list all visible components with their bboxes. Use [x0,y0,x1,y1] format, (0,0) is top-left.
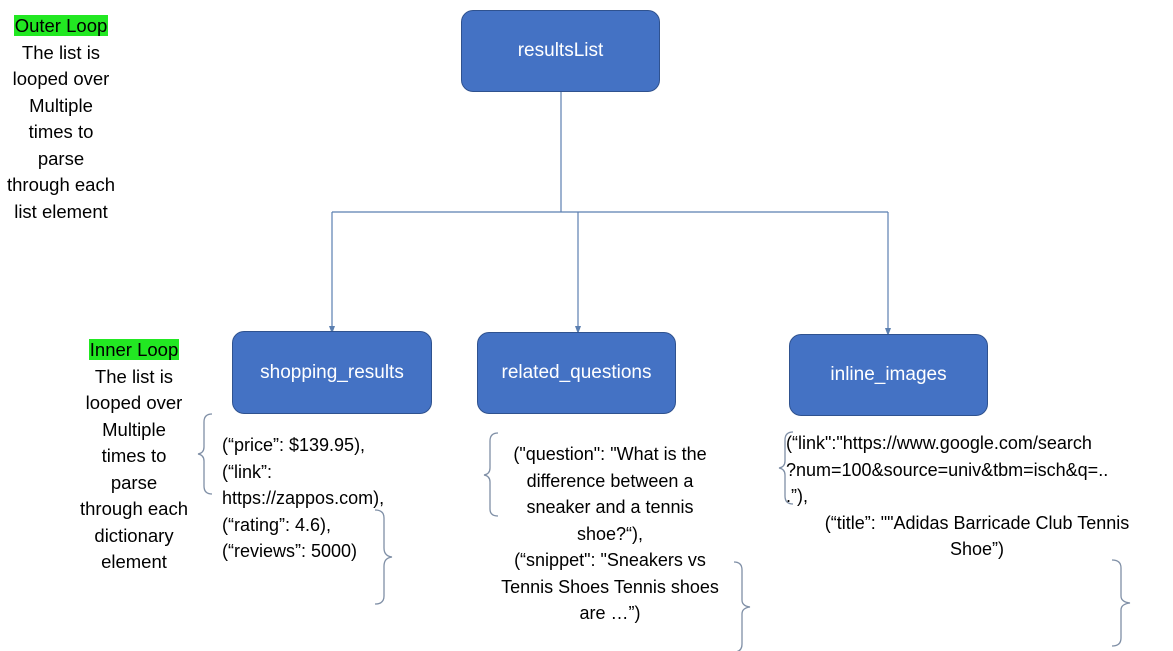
outer-note-line: The list is [21,41,101,63]
inline-images-block: (“link":"https://www.google.com/search ?… [786,430,1168,563]
bracket-right-questions [733,561,751,651]
inner-note-line: through each [79,498,188,519]
bracket-left-questions [483,432,499,517]
images-line: Shoe”) [949,539,1005,559]
curly-brackets [197,413,1131,651]
bracket-right-images [1111,559,1131,647]
bracket-left-images [778,431,794,505]
shopping-line: (“price”: $139.95), [222,435,366,455]
inner-note-line: parse [110,471,158,493]
tree-connectors [329,92,891,336]
inner-note-line: Multiple [102,418,166,440]
questions-line: ("question": "What is the [513,444,707,464]
questions-line: (“snippet": "Sneakers vs [514,550,706,570]
images-line: (“link":"https://www.google.com/search [786,433,1092,453]
shopping-line: (“reviews”: 5000) [222,541,358,561]
outer-note-line: parse [37,147,85,169]
questions-line: shoe?“), [576,523,644,544]
questions-line: sneaker and a tennis [526,497,694,517]
questions-line: are …”) [579,603,641,623]
node-related-questions: related_questions [477,332,676,414]
shopping-line: https://zappos.com), [222,488,385,508]
bracket-left-shopping [197,413,213,495]
questions-line: Tennis Shoes Tennis shoes [501,576,719,597]
outer-loop-note: Outer Loop The list is looped over Multi… [0,13,122,225]
outer-note-line: times to [28,121,94,142]
inner-note-line: The list is [94,365,174,387]
inner-note-line: dictionary [94,524,174,546]
inner-note-line: times to [101,445,167,466]
inner-loop-note: Inner Loop The list is looped over Multi… [72,337,196,576]
bracket-right-shopping [374,509,393,605]
node-inline-images: inline_images [789,334,988,416]
outer-note-line: Multiple [29,94,93,116]
inner-note-line: element [101,551,167,572]
node-shopping-results: shopping_results [232,331,432,414]
outer-loop-heading: Outer Loop [13,15,109,36]
node-results-list: resultsList [461,10,660,92]
shopping-results-block: (“price”: $139.95), (“link”: https://zap… [222,432,422,565]
related-questions-block: ("question": "What is the difference bet… [483,441,737,627]
outer-note-line: looped over [12,68,110,89]
questions-line: difference between a [526,470,694,491]
outer-note-line: through each [6,174,115,195]
images-line: (“title”: ""Adidas Barricade Club Tennis [824,512,1130,533]
shopping-line: (“link”: [222,461,272,482]
images-line: ?num=100&source=univ&tbm=isch&q=.. [786,459,1109,480]
shopping-line: (“rating”: 4.6), [222,514,332,535]
inner-note-line: looped over [85,392,183,413]
inner-loop-heading: Inner Loop [88,339,180,360]
images-line: .”), [786,486,808,506]
outer-note-line: list element [14,200,108,222]
